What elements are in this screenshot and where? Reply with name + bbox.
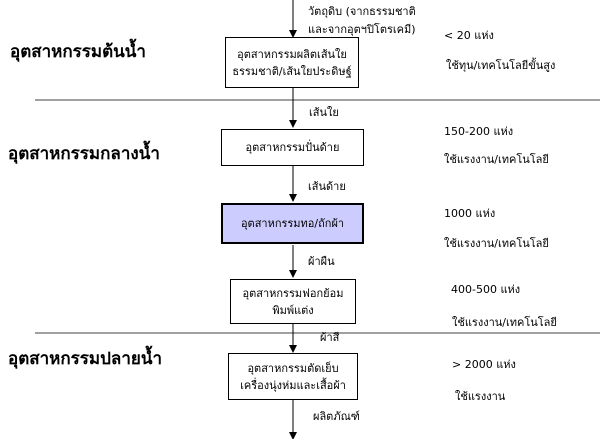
box-spinning: อุตสาหกรรมปั่นด้าย (221, 129, 364, 166)
box-garment-sewing: อุตสาหกรรมตัดเย็บ เครื่องนุ่งห่มและเสื้อ… (228, 353, 358, 400)
input-line-1: วัตถุดิบ (จากธรรมชาติ (308, 5, 416, 18)
box-line-1: อุตสาหกรรมฟอกย้อม (242, 286, 344, 300)
stage-downstream: อุตสาหกรรมปลายน้ำ (8, 349, 163, 369)
box-dyeing-printing: อุตสาหกรรมฟอกย้อม พิมพ์แต่ง (230, 279, 356, 324)
box-line-1: อุตสาหกรรมผลิตเส้นใย (237, 47, 347, 61)
box-line-1: อุตสาหกรรมทอ/ถักผ้า (240, 217, 345, 230)
box-fiber-production: อุตสาหกรรมผลิตเส้นใย ธรรมชาติ/เส้นใยประด… (225, 37, 359, 88)
flow-label-yarn: เส้นด้าย (308, 180, 346, 193)
count-dyeing: 400-500 แห่ง (451, 283, 521, 296)
box-line-1: อุตสาหกรรมปั่นด้าย (245, 141, 340, 154)
box-line-2: เครื่องนุ่งห่มและเสื้อผ้า (240, 378, 346, 392)
stage-midstream: อุตสาหกรรมกลางน้ำ (8, 144, 160, 164)
box-line-2: ธรรมชาติ/เส้นใยประดิษฐ์ (232, 64, 352, 78)
count-weaving: 1000 แห่ง (444, 207, 496, 220)
count-spinning: 150-200 แห่ง (444, 125, 514, 138)
input-used-upstream: ใช้ทุน/เทคโนโลยีขั้นสูง (446, 59, 556, 72)
input-used-dyeing: ใช้แรงงาน/เทคโนโลยี (452, 316, 557, 329)
box-weaving-knitting: อุตสาหกรรมทอ/ถักผ้า (221, 203, 364, 244)
input-used-garment: ใช้แรงงาน (455, 390, 506, 403)
flow-label-dyed: ผ้าสี (320, 331, 340, 344)
input-used-spinning: ใช้แรงงาน/เทคโนโลยี (444, 153, 549, 166)
flow-label-fiber: เส้นใย (309, 106, 339, 119)
count-upstream: < 20 แห่ง (444, 29, 494, 42)
box-line-2: พิมพ์แต่ง (272, 303, 314, 317)
input-used-weaving: ใช้แรงงาน/เทคโนโลยี (444, 237, 549, 250)
flow-label-fabric: ผ้าผืน (308, 255, 335, 268)
stage-upstream: อุตสาหกรรมต้นน้ำ (10, 42, 146, 62)
count-garment: > 2000 แห่ง (452, 358, 516, 371)
flow-label-product: ผลิตภัณฑ์ (313, 410, 360, 423)
input-line-2: และจากอุตฯปิโตรเคมี) (308, 23, 416, 36)
box-line-1: อุตสาหกรรมตัดเย็บ (247, 361, 339, 375)
